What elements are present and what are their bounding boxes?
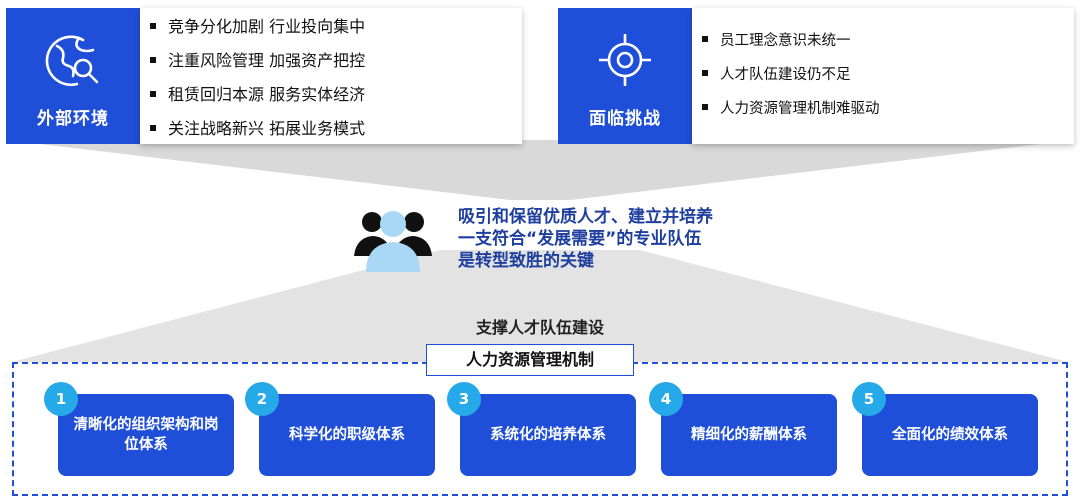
mechanism-title: 人力资源管理机制 bbox=[426, 344, 634, 376]
challenges-list: 员工理念意识未统一 人才队伍建设仍不足 人力资源管理机制难驱动 bbox=[692, 8, 1074, 144]
core-line: 一支符合“发展需要”的专业队伍 bbox=[458, 229, 702, 249]
mechanism-card: 精细化的薪酬体系 bbox=[661, 394, 837, 476]
bottom-funnel bbox=[12, 250, 1068, 362]
target-icon bbox=[599, 34, 651, 86]
bullet-icon bbox=[150, 22, 156, 29]
card-number-badge: 4 bbox=[649, 382, 683, 416]
external-environment-panel: 外部环境 竞争分化加剧 行业投向集中 注重风险管理 加强资产把控 租赁回归本源 … bbox=[6, 8, 522, 144]
card-number-badge: 3 bbox=[447, 382, 481, 416]
core-line: 是转型致胜的关键 bbox=[458, 251, 594, 271]
list-item-text: 人才队伍建设仍不足 bbox=[720, 67, 851, 83]
mechanism-card: 清晰化的组织架构和岗位体系 bbox=[58, 394, 234, 476]
card-number-badge: 5 bbox=[852, 382, 886, 416]
external-label: 外部环境 bbox=[37, 109, 109, 129]
card-text: 科学化的职级体系 bbox=[289, 427, 405, 443]
mechanism-card: 全面化的绩效体系 bbox=[862, 394, 1038, 476]
core-line: 吸引和保留优质人才、建立并培养 bbox=[458, 207, 713, 227]
list-item: 人力资源管理机制难驱动 bbox=[702, 94, 1074, 128]
list-item-text: 关注战略新兴 拓展业务模式 bbox=[168, 119, 366, 138]
bullet-icon bbox=[150, 56, 156, 63]
bullet-icon bbox=[702, 104, 708, 110]
list-item: 员工理念意识未统一 bbox=[702, 26, 1074, 60]
bullet-icon bbox=[150, 124, 156, 131]
list-item-text: 注重风险管理 加强资产把控 bbox=[168, 51, 366, 70]
bullet-icon bbox=[702, 70, 708, 76]
list-item-text: 员工理念意识未统一 bbox=[720, 33, 851, 49]
card-number-badge: 1 bbox=[44, 382, 78, 416]
list-item: 人才队伍建设仍不足 bbox=[702, 60, 1074, 94]
challenges-panel: 面临挑战 员工理念意识未统一 人才队伍建设仍不足 人力资源管理机制难驱动 bbox=[558, 8, 1074, 144]
top-funnel bbox=[6, 140, 1074, 200]
challenges-label-box: 面临挑战 bbox=[558, 8, 692, 144]
mechanism-card: 科学化的职级体系 bbox=[259, 394, 435, 476]
list-item: 注重风险管理 加强资产把控 bbox=[150, 46, 522, 80]
bullet-icon bbox=[150, 90, 156, 97]
list-item: 租赁回归本源 服务实体经济 bbox=[150, 80, 522, 114]
card-text: 精细化的薪酬体系 bbox=[691, 427, 807, 443]
people-group-icon bbox=[354, 211, 432, 272]
support-label: 支撑人才队伍建设 bbox=[475, 318, 604, 337]
list-item-text: 租赁回归本源 服务实体经济 bbox=[168, 85, 366, 104]
card-text: 全面化的绩效体系 bbox=[892, 427, 1008, 443]
challenges-label: 面临挑战 bbox=[589, 109, 661, 129]
card-text: 清晰化的组织架构和岗位体系 bbox=[73, 417, 219, 453]
external-list: 竞争分化加剧 行业投向集中 注重风险管理 加强资产把控 租赁回归本源 服务实体经… bbox=[140, 8, 522, 144]
card-text: 系统化的培养体系 bbox=[490, 427, 606, 443]
core-statement: 吸引和保留优质人才、建立并培养 一支符合“发展需要”的专业队伍 是转型致胜的关键 bbox=[458, 206, 818, 272]
bullet-icon bbox=[702, 36, 708, 42]
list-item: 竞争分化加剧 行业投向集中 bbox=[150, 12, 522, 46]
list-item-text: 人力资源管理机制难驱动 bbox=[720, 101, 880, 117]
mechanism-card: 系统化的培养体系 bbox=[460, 394, 636, 476]
list-item: 关注战略新兴 拓展业务模式 bbox=[150, 114, 522, 148]
external-label-box: 外部环境 bbox=[6, 8, 140, 144]
list-item-text: 竞争分化加剧 行业投向集中 bbox=[168, 17, 366, 36]
card-number-badge: 2 bbox=[245, 382, 279, 416]
globe-search-icon bbox=[45, 35, 99, 87]
